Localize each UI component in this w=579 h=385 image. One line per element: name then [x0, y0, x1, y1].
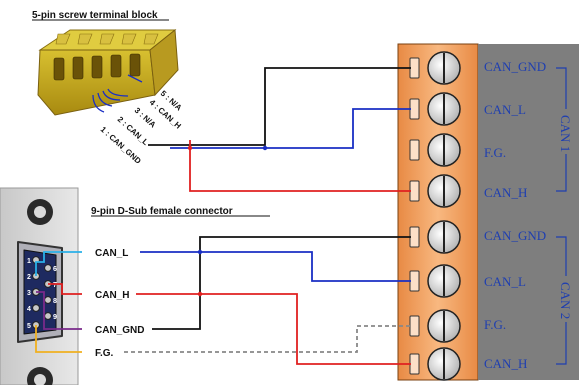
dsub-pin-6-number: 6	[53, 266, 57, 273]
dsub-pin-4-number: 4	[27, 306, 31, 313]
dsub-fg-stub	[35, 325, 82, 353]
dsub-top-standoff	[27, 199, 53, 225]
dsub-bottom-standoff	[27, 367, 53, 385]
dsub-signal-labels: CAN_L CAN_H CAN_GND F.G.	[95, 248, 144, 359]
port-brackets	[556, 67, 567, 365]
terminal-screw-7	[409, 309, 461, 343]
can2-wire-junctions	[197, 249, 203, 297]
dsub-label-can-h: CAN_H	[95, 290, 129, 301]
dsub-can-h-stub	[48, 283, 82, 295]
dsub-pin-4-socket	[32, 304, 40, 312]
terminal-screw-4	[409, 174, 461, 208]
can1-h-wire	[189, 140, 411, 192]
can2-fg-wire	[124, 325, 411, 353]
dsub-pin-8-socket	[44, 296, 52, 304]
terminal-screw-8	[409, 347, 461, 381]
terminal-block: CAN_GND CAN_L F.G. CAN_H CAN_GND CAN_L F…	[397, 43, 579, 381]
terminal-labels: CAN_GND CAN_L F.G. CAN_H CAN_GND CAN_L F…	[484, 59, 546, 371]
can1-gnd-wire	[148, 67, 411, 146]
terminal-label-6: CAN_L	[484, 274, 526, 289]
dsub-pin-8-number: 8	[53, 298, 57, 305]
can2-gnd-wire	[152, 236, 411, 330]
terminal-screw-2	[409, 92, 461, 126]
screw-terminal-image	[37, 29, 179, 116]
port-label-can1: CAN 1	[558, 115, 573, 152]
dsub-pin-7-number: 7	[53, 282, 57, 289]
dsub-pin-9-socket	[44, 312, 52, 320]
terminal-label-8: CAN_H	[484, 356, 527, 371]
can1-l-wire	[170, 108, 411, 149]
dsub-label-can-gnd: CAN_GND	[95, 325, 144, 336]
terminal-label-4: CAN_H	[484, 185, 527, 200]
terminal-label-5: CAN_GND	[484, 228, 546, 243]
dsub-can-gnd-stub	[36, 291, 82, 330]
dsub-label-can-l: CAN_L	[95, 248, 128, 259]
screw-terminal-wire-stubs	[92, 74, 143, 113]
can2-h-wire	[136, 293, 411, 365]
dsub-pin-3-number: 3	[27, 290, 31, 297]
dsub-title: 9-pin D-Sub female connector	[91, 206, 233, 217]
can2-l-wire	[140, 251, 411, 282]
terminal-block-label-panel	[478, 44, 579, 380]
terminal-label-1: CAN_GND	[484, 59, 546, 74]
dsub-pin-wires	[35, 251, 82, 353]
dsub-panel: 1 2 3 4 5 6 7 8 9	[0, 187, 79, 385]
terminal-screws	[409, 51, 461, 381]
terminal-label-2: CAN_L	[484, 102, 526, 117]
terminal-screw-5	[409, 220, 461, 254]
port-label-can2: CAN 2	[558, 282, 573, 319]
terminal-label-7: F.G.	[484, 317, 506, 332]
screw-terminal-block: 5-pin screw terminal block	[32, 10, 184, 166]
dsub-can-l-stub	[35, 251, 82, 276]
dsub-label-fg: F.G.	[95, 348, 114, 359]
dsub-pin-6-socket	[44, 264, 52, 272]
dsub-pin-9-number: 9	[53, 314, 57, 321]
can1-wire-junctions	[187, 145, 268, 151]
dsub-pin-1-number: 1	[27, 258, 31, 265]
terminal-screw-3	[409, 133, 461, 167]
terminal-screw-1	[409, 51, 461, 85]
dsub-pin-5-number: 5	[27, 323, 31, 330]
screw-terminal-title: 5-pin screw terminal block	[32, 10, 158, 21]
can2-wires	[124, 236, 411, 365]
dsub-pin-2-number: 2	[27, 274, 31, 281]
can1-wires	[148, 67, 411, 192]
terminal-label-3: F.G.	[484, 145, 506, 160]
